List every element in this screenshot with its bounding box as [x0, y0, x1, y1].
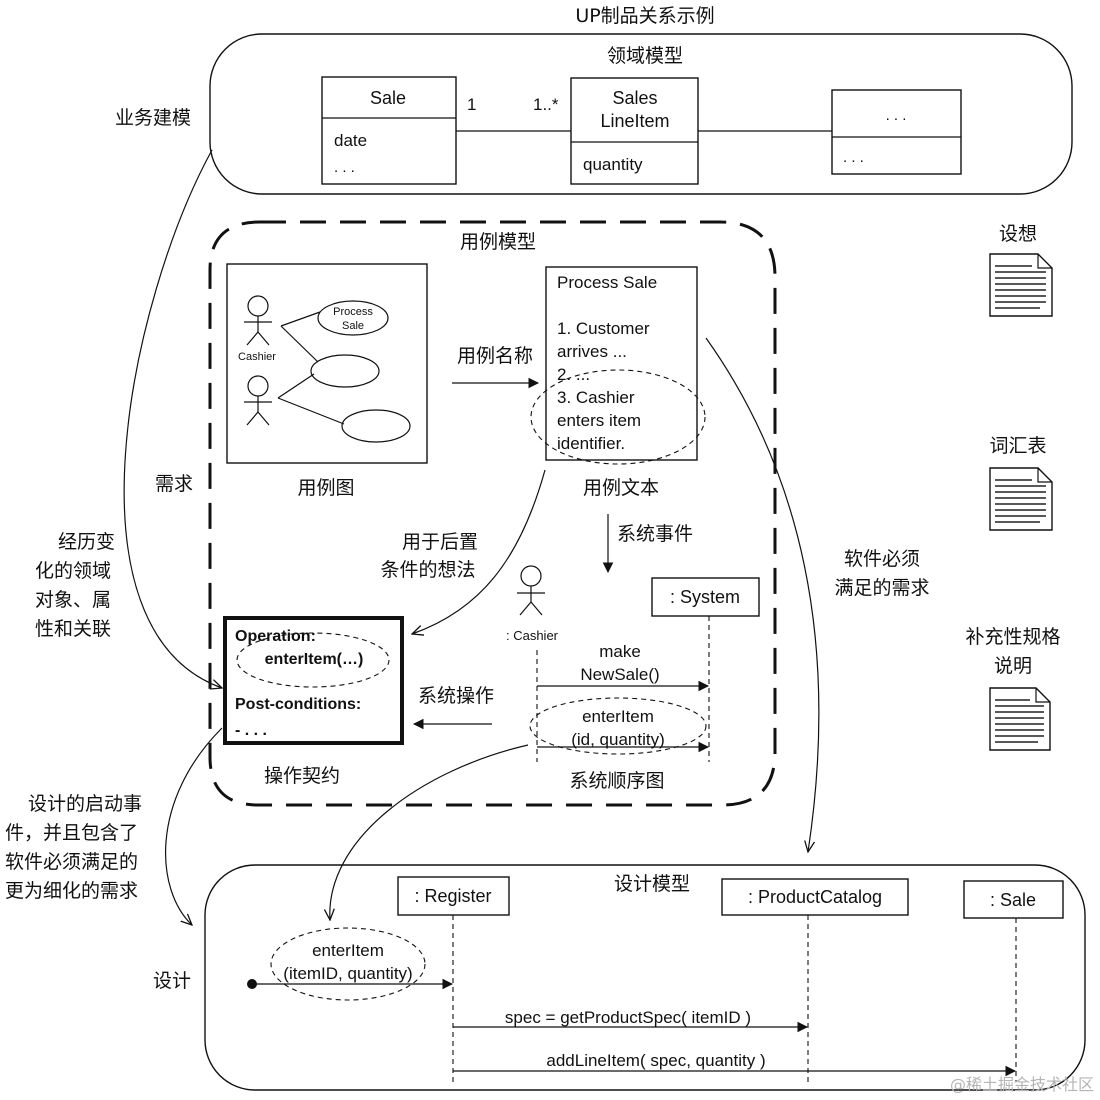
process-sale-usecase-label-2: Sale	[342, 320, 364, 332]
business-modeling-label: 业务建模	[115, 107, 191, 129]
ssd-msg1-label-1: make	[599, 642, 641, 661]
svg-text:更为细化的需求: 更为细化的需求	[5, 880, 138, 902]
sale-class-attr-date: date	[334, 131, 367, 150]
supplementary-spec-label-2: 说明	[994, 655, 1032, 677]
svg-text:化的领域: 化的领域	[35, 560, 111, 582]
design-start-message-label-2: (itemID, quantity)	[283, 964, 412, 983]
system-operation-label: 系统操作	[418, 685, 494, 707]
contract-postconditions-value: - . . .	[235, 722, 267, 739]
design-model-label: 设计模型	[614, 873, 690, 895]
use-case-text-line: 2. ...	[557, 365, 590, 384]
usecase-ellipse	[341, 409, 411, 443]
ssd-caption: 系统顺序图	[569, 770, 664, 792]
glossary-document-icon	[989, 467, 1053, 531]
use-case-diagram-caption: 用例图	[297, 477, 354, 499]
software-requirements-curve	[705, 337, 820, 852]
ssd-to-design-curve	[330, 744, 529, 920]
add-line-item-label: addLineItem( spec, quantity )	[546, 1051, 765, 1070]
sale-class-attr-more: . . .	[334, 159, 355, 176]
system-event-highlight	[530, 369, 706, 465]
use-case-text-line: enters item	[557, 411, 641, 430]
process-sale-usecase	[317, 300, 389, 336]
contract-operation-name: enterItem(…)	[265, 651, 364, 668]
requirements-label: 需求	[155, 473, 193, 495]
design-start-curve	[164, 727, 223, 925]
cashier-actor-icon	[244, 295, 272, 346]
software-requirements-label-2: 满足的需求	[834, 577, 929, 599]
ssd-msg2-label-1: enterItem	[582, 707, 654, 726]
svg-text:设计的启动事: 设计的启动事	[28, 793, 142, 815]
multiplicity-one: 1	[467, 95, 476, 114]
sale-class: Sale date . . .	[321, 76, 457, 185]
usecase-ellipse	[310, 354, 380, 388]
ssd-cashier-actor-icon	[517, 565, 545, 616]
product-catalog-label: : ProductCatalog	[748, 887, 882, 907]
use-case-text-line: arrives ...	[557, 342, 627, 361]
use-case-model-label: 用例模型	[460, 231, 536, 253]
watermark: @稀土掘金技术社区	[950, 1075, 1094, 1094]
use-case-text-title: Process Sale	[557, 273, 657, 292]
vision-label: 设想	[999, 223, 1037, 245]
domain-change-note: 经历变 化的领域 对象、属 性和关联	[35, 531, 115, 640]
diagram-title: UP制品关系示例	[575, 5, 714, 27]
svg-text:件，并且包含了: 件，并且包含了	[5, 822, 138, 844]
sales-line-item-name-1: Sales	[612, 88, 657, 108]
ssd-msg1-label-2: NewSale()	[580, 665, 659, 684]
svg-text:经历变: 经历变	[58, 531, 115, 553]
register-object	[397, 876, 510, 916]
postcondition-idea-curve	[412, 469, 546, 634]
sale-object	[963, 880, 1064, 919]
contract-caption: 操作契约	[264, 765, 340, 787]
svg-text:性和关联: 性和关联	[35, 618, 111, 640]
system-event-label: 系统事件	[617, 523, 693, 545]
domain-model-label: 领域模型	[607, 45, 683, 67]
use-case-diagram: Cashier Process Sale	[226, 263, 428, 464]
contract-postconditions-label: Post-conditions:	[235, 696, 361, 713]
design-start-note: 设计的启动事 件，并且包含了 软件必须满足的 更为细化的需求	[5, 793, 142, 902]
use-case-text-line: 3. Cashier	[557, 388, 635, 407]
get-product-spec-label: spec = getProductSpec( itemID )	[505, 1008, 751, 1027]
sale-class-name: Sale	[370, 88, 406, 108]
multiplicity-many: 1..*	[533, 95, 559, 114]
use-case-text-line: 1. Customer	[557, 319, 650, 338]
design-start-message-highlight	[270, 927, 426, 1001]
other-class-name: . . .	[886, 107, 907, 124]
ssd-system-label: : System	[670, 587, 740, 607]
design-label: 设计	[153, 970, 191, 992]
sales-line-item-attr: quantity	[583, 155, 643, 174]
register-label: : Register	[414, 886, 491, 906]
software-requirements-label-1: 软件必须	[844, 548, 920, 570]
vision-document-icon	[989, 253, 1053, 317]
supplementary-spec-label-1: 补充性规格	[965, 626, 1060, 648]
product-catalog-object	[721, 878, 909, 916]
contract-operation-highlight	[236, 632, 390, 688]
sales-line-item-name-2: LineItem	[600, 111, 669, 131]
sales-line-item-class: Sales LineItem quantity	[570, 77, 699, 185]
use-case-text-line: identifier.	[557, 434, 625, 453]
use-case-name-label: 用例名称	[457, 345, 533, 367]
process-sale-usecase-label-1: Process	[333, 306, 373, 318]
svg-text:软件必须满足的: 软件必须满足的	[5, 851, 138, 873]
domain-change-curve	[123, 149, 222, 688]
postcondition-idea-label-2: 条件的想法	[380, 559, 475, 581]
design-model-frame	[204, 864, 1086, 1091]
ssd-msg2-label-2: (id, quantity)	[571, 730, 665, 749]
svg-text:对象、属: 对象、属	[35, 589, 111, 611]
sale-object-label: : Sale	[990, 890, 1036, 910]
other-class: . . . . . .	[831, 89, 962, 175]
ssd-msg2-highlight	[529, 697, 707, 755]
ssd-cashier-label: : Cashier	[506, 628, 559, 643]
use-case-text-caption: 用例文本	[583, 477, 659, 499]
other-class-attr: . . .	[843, 149, 864, 166]
use-case-text: Process Sale 1. Customer arrives ... 2. …	[545, 266, 698, 461]
operation-contract: Operation: enterItem(…) Post-conditions:…	[223, 616, 404, 745]
design-start-message-label-1: enterItem	[312, 941, 384, 960]
postcondition-idea-label-1: 用于后置	[402, 531, 478, 553]
glossary-label: 词汇表	[989, 435, 1046, 457]
cashier-actor-label: Cashier	[238, 351, 276, 363]
ssd-system-box	[651, 577, 760, 617]
actor-icon	[244, 375, 272, 426]
supplementary-spec-document-icon	[989, 687, 1051, 751]
